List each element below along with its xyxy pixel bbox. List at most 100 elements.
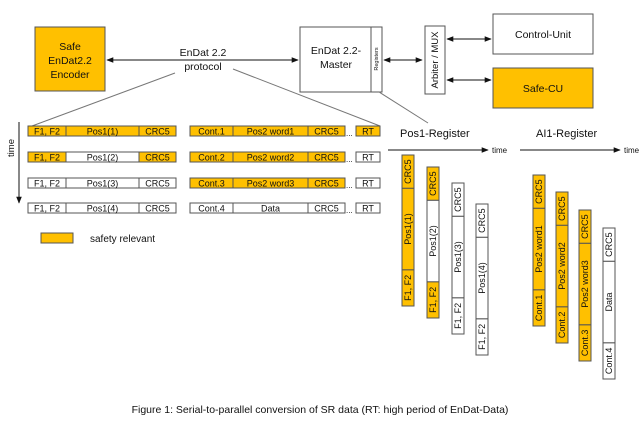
frame-field-label: Cont.4	[198, 204, 225, 214]
register-field	[451, 182, 465, 217]
register-field	[532, 174, 546, 209]
register-bar: F1, F2 Pos1(1) CRC5	[401, 154, 415, 307]
frame-field-label: CRC5	[314, 153, 339, 163]
register-bar: Cont.4 Data CRC5	[602, 227, 616, 380]
register-bar: F1, F2 Pos1(3) CRC5	[451, 182, 465, 335]
master-label-2: Master	[320, 59, 353, 71]
register-field-label: F1, F2	[477, 324, 487, 350]
register-field-label: CRC5	[453, 187, 463, 212]
frame-field-label: F1, F2	[34, 153, 60, 163]
frame-field-label: Cont.3	[198, 179, 225, 189]
frame-field-label: Pos1(4)	[87, 204, 119, 214]
control-unit-block: Control-Unit	[492, 13, 594, 55]
frame-field-label: CRC5	[145, 179, 170, 189]
rt-field	[355, 151, 381, 163]
ai1-register-title: AI1-Register	[536, 128, 597, 140]
frame-field-label: Pos2 word2	[247, 153, 295, 163]
register-field-label: F1, F2	[453, 303, 463, 329]
encoder-label-3: Encoder	[50, 69, 90, 81]
frame-field-label: F1, F2	[34, 127, 60, 137]
register-field	[426, 166, 440, 201]
register-bar: Cont.3 Pos2 word3 CRC5	[578, 209, 592, 362]
register-pointer-line	[378, 91, 429, 124]
ellipsis: ...	[346, 129, 353, 138]
frame-field-label: Pos2 word3	[247, 179, 295, 189]
frame-field-label: Pos1(2)	[87, 153, 119, 163]
frame-field-label: Pos1(3)	[87, 179, 119, 189]
safe-cu-block: Safe-CU	[492, 67, 594, 109]
register-field-label: Cont.4	[604, 348, 614, 375]
frame-field	[307, 125, 346, 137]
frame-field	[307, 177, 346, 189]
frame-field-label: CRC5	[145, 153, 170, 163]
frame-field-label: CRC5	[314, 127, 339, 137]
rt-field	[355, 202, 381, 214]
legend-label: safety relevant	[90, 234, 155, 245]
register-field-label: Pos2 word3	[580, 260, 590, 308]
frame-field	[307, 151, 346, 163]
register-bar: Cont.2 Pos2 word2 CRC5	[555, 191, 569, 344]
frame-field-label: CRC5	[145, 204, 170, 214]
legend: safety relevant	[40, 232, 155, 245]
frame-field	[138, 202, 177, 214]
rt-label: RT	[362, 127, 374, 137]
rt-label: RT	[362, 179, 374, 189]
register-field-label: F1, F2	[428, 287, 438, 313]
register-field-label: F1, F2	[403, 275, 413, 301]
ellipsis: ...	[346, 155, 353, 164]
frame-field-label: CRC5	[145, 127, 170, 137]
register-field-label: Pos1(2)	[428, 225, 438, 257]
ai1-time-label: time	[624, 146, 640, 155]
register-field-label: CRC5	[557, 196, 567, 221]
register-field-label: CRC5	[534, 179, 544, 204]
frame-field-label: F1, F2	[34, 204, 60, 214]
register-field-label: Data	[604, 292, 614, 311]
rt-field	[355, 177, 381, 189]
ellipsis: ...	[346, 181, 353, 190]
frame-field	[307, 202, 346, 214]
zoom-line-left	[31, 72, 176, 127]
zoom-line-right	[232, 68, 381, 127]
frame-field	[138, 151, 177, 163]
register-field-label: Cont.1	[534, 295, 544, 322]
rt-label: RT	[362, 204, 374, 214]
register-field-label: Pos1(3)	[453, 241, 463, 273]
mux-label: Arbiter / MUX	[430, 31, 441, 89]
register-field-label: Pos1(1)	[403, 213, 413, 245]
register-field-label: CRC5	[580, 214, 590, 239]
figure-caption: Figure 1: Serial-to-parallel conversion …	[132, 404, 509, 416]
frame-field-label: Pos1(1)	[87, 127, 119, 137]
register-field	[401, 154, 415, 189]
ellipsis: ...	[346, 206, 353, 215]
register-field	[578, 209, 592, 244]
register-field-label: Pos2 word2	[557, 242, 567, 290]
register-field-label: CRC5	[403, 159, 413, 184]
frame-field	[138, 177, 177, 189]
master-block: EnDat 2.2- Master Registers	[299, 26, 383, 93]
rt-field	[355, 125, 381, 137]
encoder-label-1: Safe	[59, 41, 81, 53]
rt-label: RT	[362, 153, 374, 163]
register-field-label: Cont.2	[557, 312, 567, 339]
register-field-label: Pos2 word1	[534, 225, 544, 273]
frame-field-label: Pos2 word1	[247, 127, 295, 137]
protocol-label-2: protocol	[184, 61, 221, 73]
serial-frame-row: F1, F2 Pos1(1) CRC5 Cont.1 Pos2 word1 CRC5...…	[27, 125, 381, 138]
safe-cu-label: Safe-CU	[523, 83, 563, 95]
frame-field-label: CRC5	[314, 204, 339, 214]
encoder-label-2: EnDat2.2	[48, 55, 92, 67]
register-field-label: Cont.3	[580, 330, 590, 357]
register-field-label: CRC5	[604, 232, 614, 257]
register-field-label: Pos1(4)	[477, 262, 487, 294]
legend-swatch	[40, 232, 74, 244]
register-field	[602, 227, 616, 262]
protocol-label-1: EnDat 2.2	[180, 47, 227, 59]
frame-field	[138, 125, 177, 137]
register-field	[475, 203, 489, 238]
pos1-time-label: time	[492, 146, 508, 155]
frame-field-label: Cont.1	[198, 127, 225, 137]
